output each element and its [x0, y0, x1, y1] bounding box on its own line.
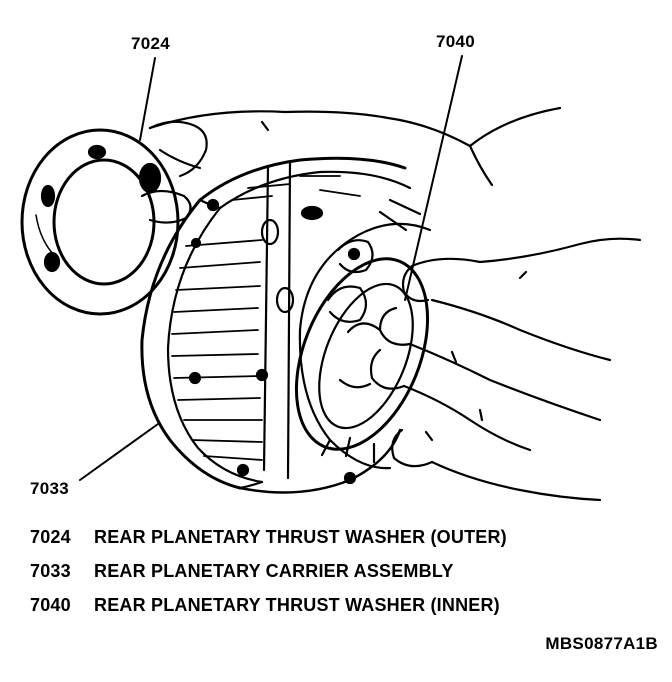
callout-7040-label: 7040	[436, 32, 476, 51]
legend-row: 7033 REAR PLANETARY CARRIER ASSEMBLY	[30, 561, 650, 595]
right-hand	[369, 237, 642, 502]
legend-row: 7024 REAR PLANETARY THRUST WASHER (OUTER…	[30, 527, 650, 561]
figure-id: MBS0877A1B	[545, 634, 658, 653]
legend-description: REAR PLANETARY THRUST WASHER (INNER)	[94, 595, 500, 615]
legend-row: 7040 REAR PLANETARY THRUST WASHER (INNER…	[30, 595, 650, 629]
callout-7024-label: 7024	[131, 34, 171, 53]
outer-thrust-washer	[20, 128, 180, 316]
carrier-drum	[140, 156, 412, 494]
callout-7033-label: 7033	[30, 479, 70, 498]
inner-thrust-washer	[294, 257, 430, 451]
legend-code: 7040	[30, 595, 71, 615]
legend-code: 7033	[30, 561, 71, 581]
legend-code: 7024	[30, 527, 71, 547]
leader-lines	[79, 55, 463, 481]
planetary-gears	[298, 198, 432, 470]
parts-legend: 7024 REAR PLANETARY THRUST WASHER (OUTER…	[30, 527, 650, 629]
left-hand	[140, 106, 562, 224]
legend-description: REAR PLANETARY CARRIER ASSEMBLY	[94, 561, 454, 581]
legend-description: REAR PLANETARY THRUST WASHER (OUTER)	[94, 527, 507, 547]
